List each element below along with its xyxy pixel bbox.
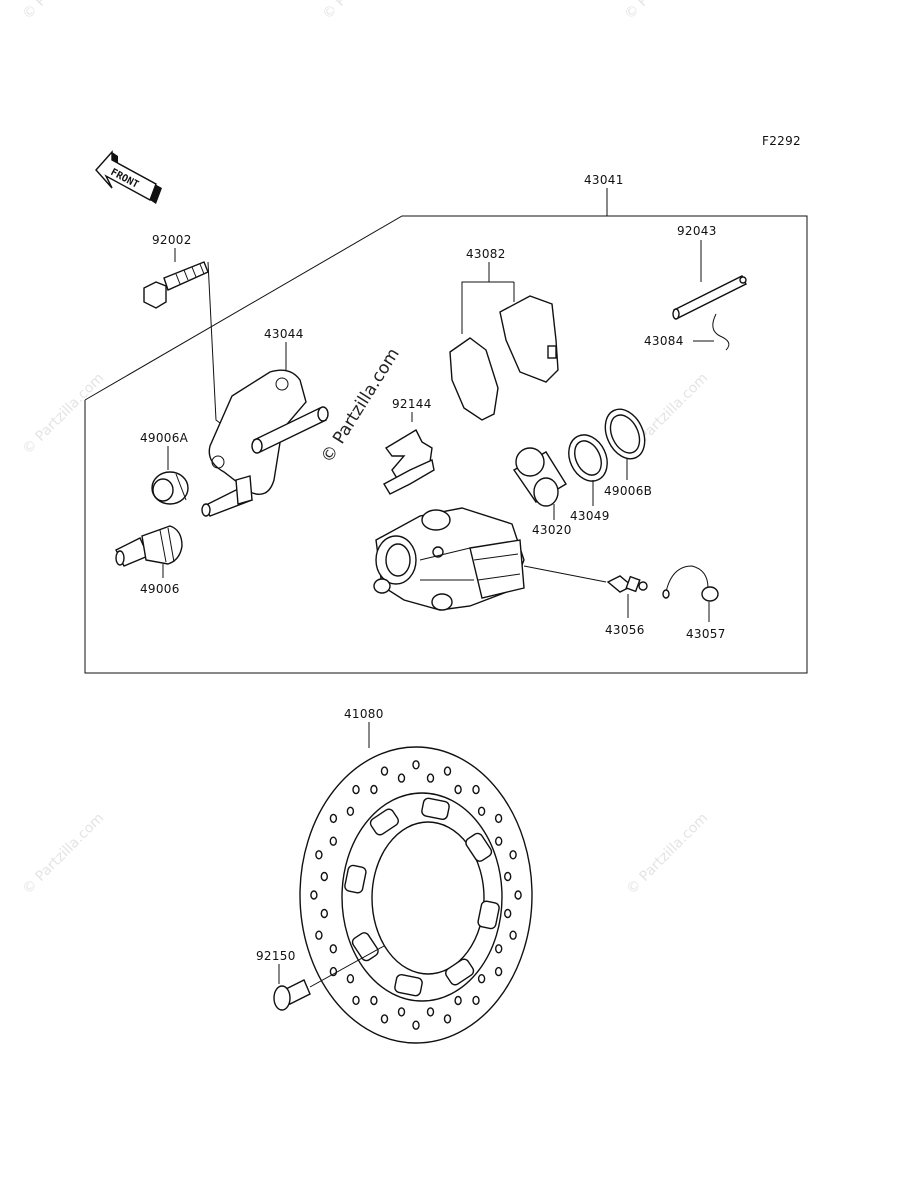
disc-hole	[315, 930, 323, 940]
boot-49006: 49006	[115, 525, 183, 596]
cap-43057: 43057	[662, 565, 726, 641]
disc-hole	[352, 995, 360, 1006]
disc-hole	[310, 890, 318, 900]
disc-hole	[514, 890, 522, 900]
disc-windows	[344, 797, 500, 997]
disc-hole	[329, 813, 338, 824]
disc-hole	[320, 871, 328, 882]
brake-disc-41080: 41080	[299, 707, 533, 1044]
front-arrow-icon: FRONT	[95, 150, 162, 204]
disc-hole	[443, 766, 452, 776]
label-92043: 92043	[677, 224, 717, 238]
label-43056: 43056	[605, 623, 645, 637]
disc-window	[344, 864, 367, 894]
label-49006B: 49006B	[604, 484, 652, 498]
disc-hole	[315, 850, 323, 860]
disc-window	[369, 808, 399, 836]
disc-hole	[370, 784, 378, 795]
label-49006: 49006	[140, 582, 180, 596]
disc-hole	[494, 813, 503, 824]
label-43020: 43020	[532, 523, 572, 537]
label-43057: 43057	[686, 627, 726, 641]
label-92150: 92150	[256, 949, 296, 963]
disc-window	[394, 973, 423, 997]
label-49006A: 49006A	[140, 431, 189, 445]
caliper-assembly-frame: 43041	[84, 173, 808, 674]
piston-43020: 43020	[512, 447, 572, 537]
disc-hole	[380, 766, 389, 776]
seal-43049: 43049	[568, 434, 610, 523]
disc-hole	[443, 1014, 452, 1024]
watermark-top-left: © Partzilla.com	[20, 0, 108, 23]
disc-hole	[320, 908, 328, 919]
disc-hole	[495, 836, 503, 846]
disc-hole	[397, 1007, 406, 1017]
disc-window	[351, 932, 379, 962]
pin-92043: 92043	[672, 224, 747, 320]
watermark-left-1: © Partzilla.com	[20, 370, 108, 458]
watermark-top-right: © Partzilla.com	[622, 0, 710, 23]
disc-hole	[329, 944, 337, 954]
disc-hole	[426, 1007, 435, 1017]
boot-49006A: 49006A	[140, 431, 189, 505]
figure-code: F2292	[762, 134, 801, 148]
label-92002: 92002	[152, 233, 192, 247]
disc-hole	[346, 806, 355, 816]
watermark-right-2: © Partzilla.com	[624, 810, 712, 898]
watermark-left-2: © Partzilla.com	[20, 810, 108, 898]
disc-hole	[380, 1014, 389, 1024]
disc-hole	[495, 944, 503, 954]
bleeder-valve-43056: 43056	[605, 575, 648, 637]
label-43049: 43049	[570, 509, 610, 523]
clip-43084: 43084	[644, 313, 730, 351]
disc-window	[445, 958, 475, 986]
disc-hole	[352, 784, 360, 795]
disc-hole	[397, 773, 406, 783]
seal-49006B: 49006B	[604, 408, 652, 498]
disc-hole	[472, 995, 480, 1006]
disc-hole	[509, 930, 517, 940]
label-43041: 43041	[584, 173, 624, 187]
disc-hole	[346, 974, 355, 984]
disc-hole	[412, 1020, 420, 1030]
disc-window	[465, 832, 493, 862]
disc-hole	[329, 836, 337, 846]
spring-92144: 92144	[383, 397, 435, 495]
disc-hole	[509, 850, 517, 860]
disc-hole	[454, 995, 462, 1006]
bolt-92002: 92002	[143, 233, 225, 427]
disc-hole	[412, 760, 420, 770]
disc-hole	[472, 784, 480, 795]
disc-window	[477, 900, 500, 930]
disc-hole	[454, 784, 462, 795]
disc-hole	[477, 974, 486, 984]
bolt-92150: 92150	[256, 945, 385, 1011]
disc-window	[421, 797, 450, 821]
caliper-body	[373, 507, 607, 611]
disc-hole	[504, 871, 512, 882]
disc-hole	[370, 995, 378, 1006]
disc-hole	[504, 908, 512, 919]
label-41080: 41080	[344, 707, 384, 721]
disc-hole	[426, 773, 435, 783]
label-43082: 43082	[466, 247, 506, 261]
disc-holes	[310, 760, 522, 1030]
label-92144: 92144	[392, 397, 432, 411]
disc-hole	[477, 806, 486, 816]
brake-pads-43082: 43082	[449, 247, 559, 421]
label-43044: 43044	[264, 327, 304, 341]
disc-hole	[494, 966, 503, 977]
watermark-top-mid: © Partzilla.com	[320, 0, 408, 23]
bracket-43044: 43044	[201, 327, 329, 517]
label-43084: 43084	[644, 334, 684, 348]
